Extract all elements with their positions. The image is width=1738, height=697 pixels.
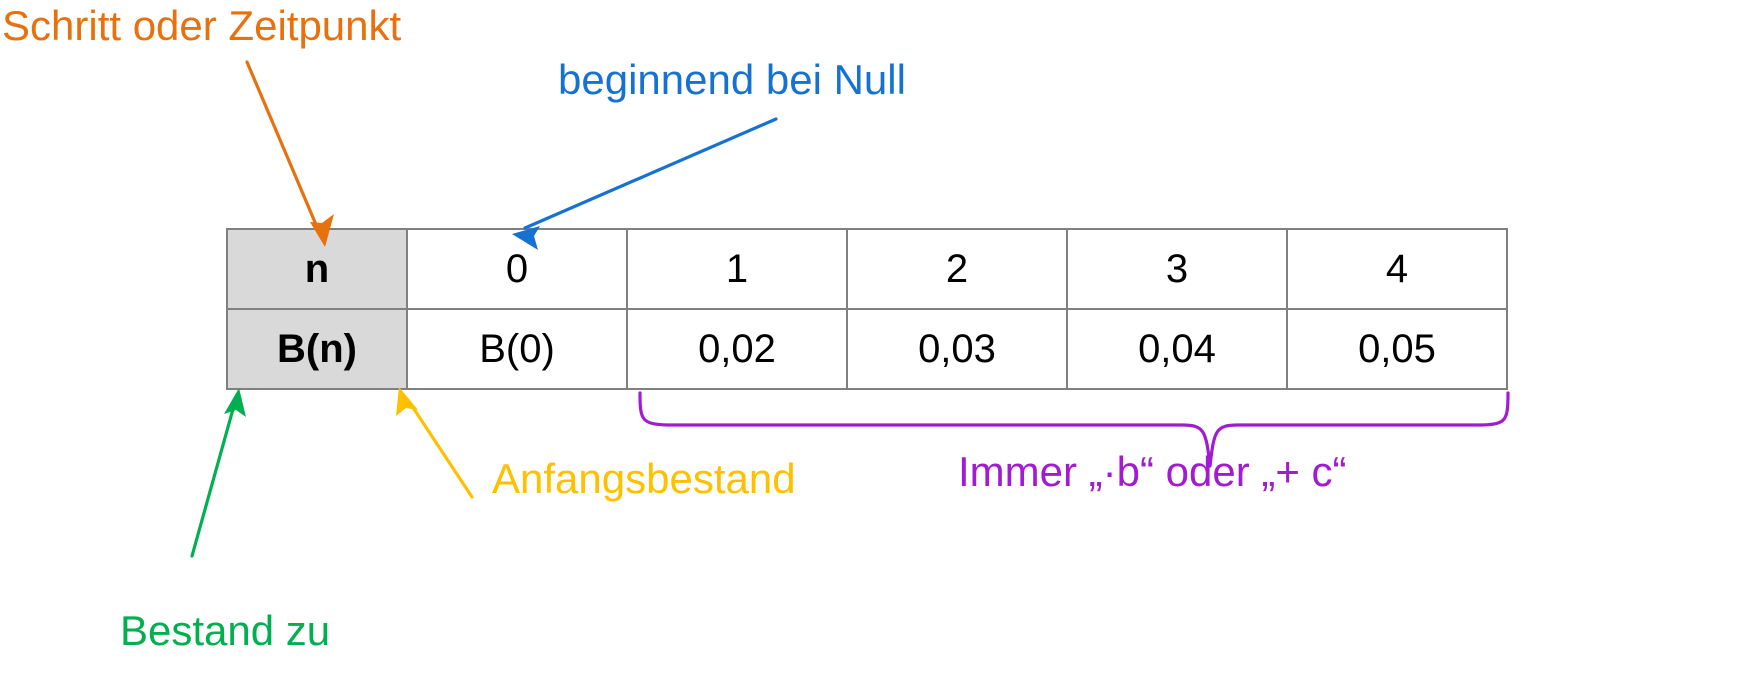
table-cell-n-1: 1 [626,228,848,310]
annotation-always-rule: Immer „·b“ oder „+ c“ [958,448,1347,495]
table-cell-bn-4: 0,05 [1286,308,1508,390]
value-table: n 0 1 2 3 4 B(n) B(0) 0,02 0,03 0,04 0,0… [226,228,1508,390]
table-cell-n-3: 3 [1066,228,1288,310]
annotation-starting-at-zero: beginnend bei Null [558,56,906,103]
table-cell-n-2: 2 [846,228,1068,310]
table-cell-bn-0: B(0) [406,308,628,390]
table-cell-n-0: 0 [406,228,628,310]
table-row-bn: B(n) B(0) 0,02 0,03 0,04 0,05 [226,308,1508,390]
table-row-n: n 0 1 2 3 4 [226,228,1508,310]
table-cell-bn-2: 0,03 [846,308,1068,390]
arrow-step-to-n-icon [245,60,334,247]
table-header-bn: B(n) [226,308,408,390]
annotation-initial-stock: Anfangsbestand [492,455,796,502]
annotation-stock-line1: Bestand zu [120,607,331,655]
table-cell-n-4: 4 [1286,228,1508,310]
annotation-step-or-time: Schritt oder Zeitpunkt [2,2,402,49]
table-cell-bn-3: 0,04 [1066,308,1288,390]
arrow-initial-to-b0-icon [396,387,474,499]
table-header-n: n [226,228,408,310]
table-cell-bn-1: 0,02 [626,308,848,390]
annotation-stock-any-time: Bestand zu jedem Zeitpunkt [58,513,357,697]
